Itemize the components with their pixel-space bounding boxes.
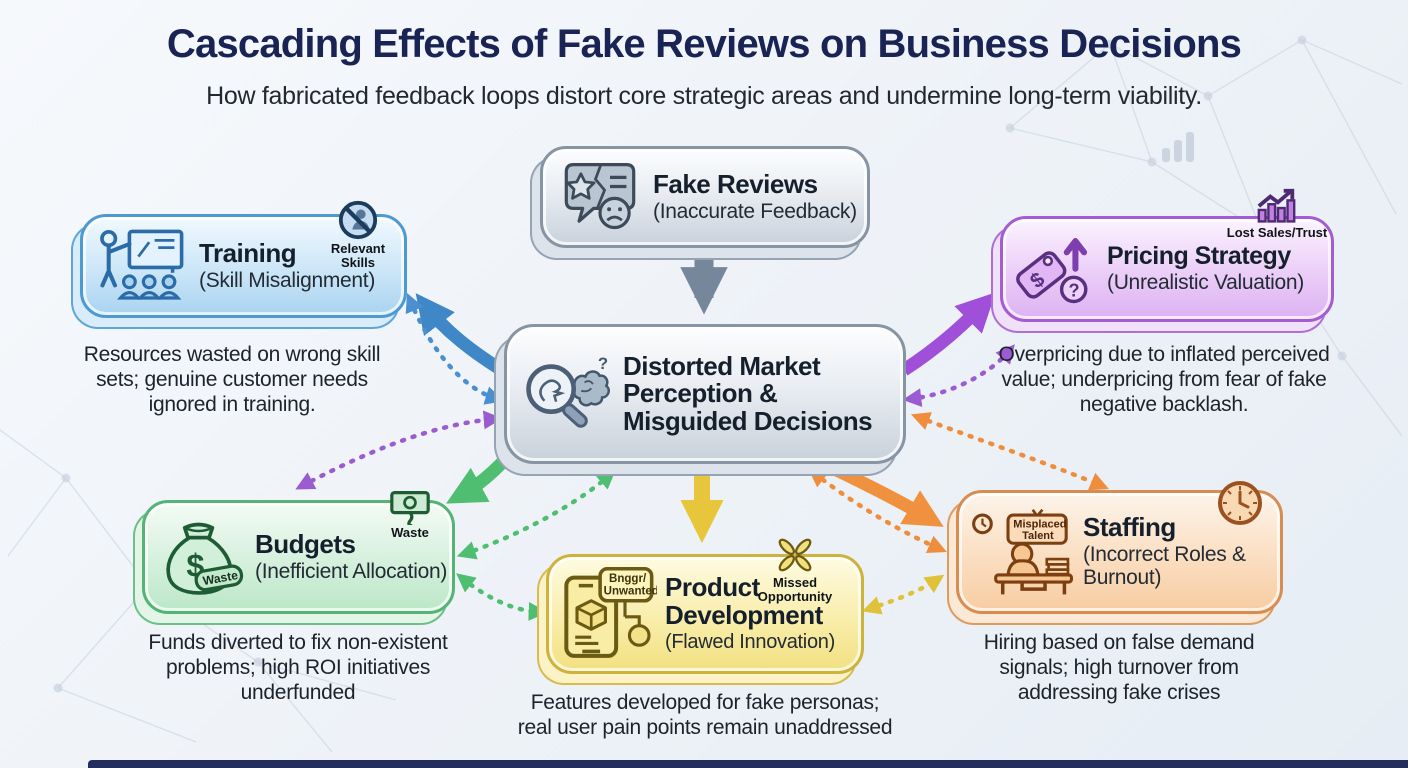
question-mark-glyph: ? bbox=[598, 354, 608, 373]
product-subtitle: (Flawed Innovation) bbox=[665, 631, 835, 653]
flaw-label-line2: Unwanted bbox=[604, 585, 657, 597]
node-fake-reviews: Fake Reviews (Inaccurate Feedback) bbox=[540, 146, 870, 248]
arrow-center-to-budgets bbox=[446, 445, 519, 504]
training-badge: Relevant Skills bbox=[318, 199, 398, 269]
budgets-badge: Waste bbox=[378, 489, 442, 540]
sign-line2: Talent bbox=[1022, 530, 1054, 542]
waste-tag-label: Waste bbox=[202, 568, 240, 588]
magnifier-brain-icon: ? bbox=[526, 354, 610, 428]
pricing-description: Overpricing due to inflated perceived va… bbox=[998, 343, 1330, 417]
broken-review-bubble-icon bbox=[564, 162, 636, 229]
overtime-clock-icon bbox=[1218, 481, 1262, 525]
bottom-accent-bar bbox=[88, 760, 1408, 768]
flaw-label-line1: Bnggr/ bbox=[609, 573, 647, 585]
flawed-product-phone-icon: Bnggr/ Unwanted bbox=[564, 566, 657, 658]
dotted-budgets-center-purple bbox=[295, 410, 503, 490]
dotted-budgets-center-green bbox=[456, 470, 616, 560]
staffing-badge bbox=[1216, 479, 1264, 527]
pricing-title: Pricing Strategy bbox=[1107, 242, 1291, 271]
node-training: Training (Skill Misalignment) Relevant S… bbox=[80, 200, 407, 318]
arrow-center-to-training bbox=[415, 293, 512, 380]
node-pricing-strategy: $ ? Pricing Strategy (Unrealistic Valuat… bbox=[1000, 188, 1334, 322]
price-tag-icon: $ ? bbox=[1016, 238, 1088, 304]
pricing-badge: Lost Sales/Trust bbox=[1219, 187, 1335, 240]
staffing-description: Hiring based on false demand signals; hi… bbox=[983, 631, 1255, 705]
center-title: Distorted Market Perception & Misguided … bbox=[623, 351, 873, 436]
watermark-bar-chart-icon bbox=[1162, 132, 1194, 162]
node-product-development: Bnggr/ Unwanted Product Development (Fla… bbox=[546, 538, 864, 674]
training-description: Resources wasted on wrong skill sets; ge… bbox=[83, 343, 381, 417]
no-relevant-skills-icon bbox=[338, 200, 378, 240]
missed-opportunity-sparkle-icon bbox=[778, 538, 812, 572]
node-distorted-perception: ? Distorted Market Perception & Misguide… bbox=[504, 324, 906, 464]
training-subtitle: (Skill Misalignment) bbox=[199, 268, 376, 292]
budgets-title: Budgets bbox=[255, 528, 356, 559]
fake-reviews-title: Fake Reviews bbox=[653, 168, 818, 199]
product-description: Features developed for fake personas; re… bbox=[517, 691, 893, 740]
melting-money-icon bbox=[390, 491, 430, 526]
pricing-subtitle: (Unrealistic Valuation) bbox=[1107, 271, 1304, 295]
dotted-product-staffing bbox=[861, 574, 945, 615]
training-presenter-icon bbox=[100, 230, 184, 300]
dotted-pricing-center bbox=[902, 344, 1015, 408]
budgets-subtitle: (Inefficient Allocation) bbox=[255, 559, 448, 583]
staffing-title: Staffing bbox=[1083, 512, 1176, 543]
question-glyph: ? bbox=[1069, 281, 1080, 301]
sign-line1: Misplaced bbox=[1013, 518, 1066, 530]
dotted-budgets-product bbox=[456, 573, 548, 621]
budgets-badge-label: Waste bbox=[391, 525, 429, 541]
dotted-center-staffing-lower bbox=[808, 468, 947, 554]
dotted-training-center bbox=[405, 293, 505, 405]
money-bag-icon: $ Waste bbox=[166, 522, 244, 595]
arrow-center-to-pricing bbox=[900, 292, 996, 376]
fake-reviews-subtitle: (Inaccurate Feedback) bbox=[653, 199, 857, 223]
staffing-subtitle: (Incorrect Roles & Burnout) bbox=[1083, 543, 1246, 590]
pricing-badge-label: Lost Sales/Trust bbox=[1226, 225, 1328, 241]
node-staffing: Misplaced Talent Staffing (Incorrect Rol… bbox=[956, 481, 1283, 614]
training-badge-label: Relevant Skills bbox=[330, 241, 386, 270]
product-badge-label: Missed Opportunity bbox=[757, 575, 833, 604]
page-title: Cascading Effects of Fake Reviews on Bus… bbox=[166, 22, 1242, 66]
product-title: Product Development bbox=[665, 572, 823, 630]
product-badge: Missed Opportunity bbox=[739, 535, 851, 603]
page-subtitle: How fabricated feedback loops distort co… bbox=[206, 82, 1202, 110]
node-budgets: $ Waste Budgets (Inefficient Allocation)… bbox=[142, 491, 455, 614]
burnout-desk-icon: Misplaced Talent bbox=[972, 508, 1074, 595]
dotted-center-staffing-upper bbox=[910, 412, 1109, 491]
training-title: Training bbox=[199, 237, 297, 268]
lost-sales-chart-icon bbox=[1257, 188, 1296, 223]
budgets-description: Funds diverted to fix non-existent probl… bbox=[148, 631, 448, 705]
